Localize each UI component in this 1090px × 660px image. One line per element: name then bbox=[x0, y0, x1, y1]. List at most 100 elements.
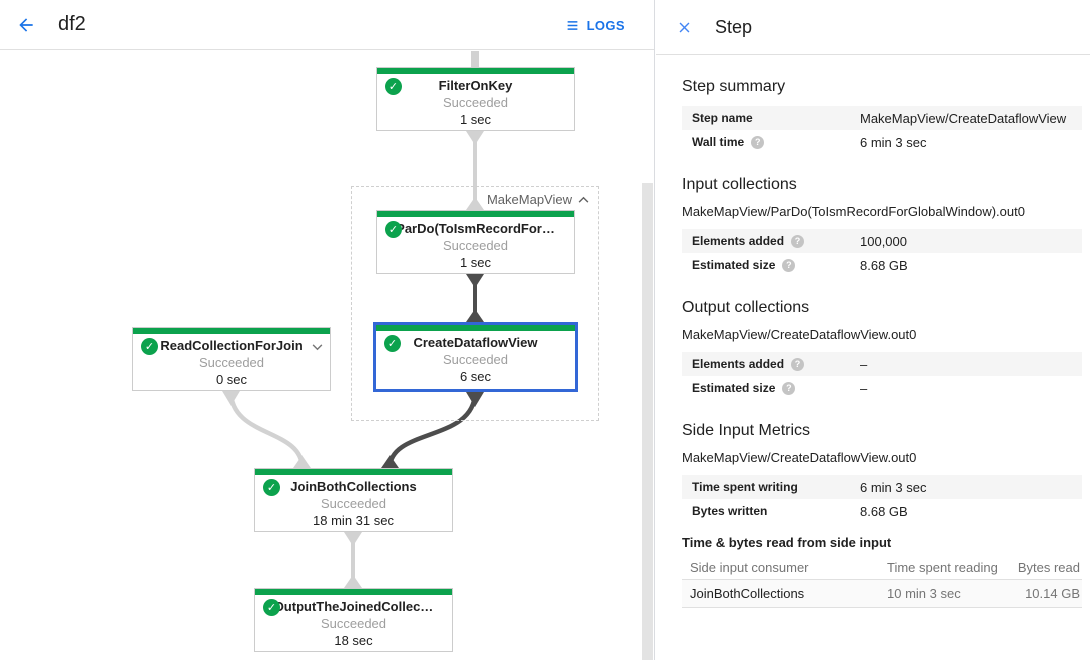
column-header: Side input consumer bbox=[690, 560, 809, 575]
side-input-consumer: JoinBothCollections bbox=[690, 586, 805, 601]
edge-createdataflowview-joinbothcollections bbox=[387, 391, 478, 469]
top-bar: df2 LOGS bbox=[0, 0, 654, 50]
property-row-step-name: Step name MakeMapView/CreateDataflowView bbox=[682, 106, 1082, 130]
node-pardo-toismrecord[interactable]: ✓ ParDo(ToIsmRecordFor… Succeeded 1 sec bbox=[376, 210, 575, 274]
property-value: 100,000 bbox=[860, 233, 907, 249]
node-filteronkey[interactable]: ✓ FilterOnKey Succeeded 1 sec bbox=[376, 67, 575, 131]
property-label: Elements added bbox=[692, 357, 785, 371]
node-time: 1 sec bbox=[459, 255, 492, 270]
node-joinbothcollections[interactable]: ✓ JoinBothCollections Succeeded 18 min 3… bbox=[254, 468, 453, 532]
node-status-bar bbox=[377, 211, 574, 217]
success-check-icon: ✓ bbox=[384, 335, 401, 352]
panel-header: Step bbox=[656, 0, 1090, 55]
node-status: Succeeded bbox=[442, 95, 509, 110]
property-label: Step name bbox=[692, 111, 753, 125]
side-input-read-table: Time & bytes read from side input Side i… bbox=[682, 535, 1082, 608]
panel-title: Step bbox=[715, 16, 753, 37]
property-row-elements-added: Elements added 100,000 bbox=[682, 229, 1082, 253]
success-check-icon: ✓ bbox=[141, 338, 158, 355]
close-panel-button[interactable] bbox=[673, 16, 695, 38]
node-status: Succeeded bbox=[198, 355, 265, 370]
property-value: – bbox=[860, 356, 868, 372]
node-outputthejoinedcollection[interactable]: ✓ OutputTheJoinedCollec… Succeeded 18 se… bbox=[254, 588, 453, 652]
help-icon[interactable] bbox=[791, 357, 805, 371]
property-value: 6 min 3 sec bbox=[860, 479, 927, 495]
graph-scrollbar-thumb[interactable] bbox=[642, 183, 653, 660]
panel-body: Step summary Step name MakeMapView/Creat… bbox=[656, 55, 1090, 608]
node-time: 6 sec bbox=[459, 369, 492, 384]
node-title: JoinBothCollections bbox=[290, 479, 417, 494]
group-makemapview-label[interactable]: MakeMapView bbox=[487, 192, 589, 207]
property-label: Estimated size bbox=[692, 381, 776, 395]
help-icon[interactable] bbox=[782, 381, 796, 395]
arrow-back-icon bbox=[19, 17, 33, 32]
node-status: Succeeded bbox=[442, 238, 509, 253]
expand-chevron-down-icon[interactable] bbox=[312, 338, 323, 356]
logs-list-icon bbox=[567, 20, 577, 30]
node-time: 0 sec bbox=[215, 372, 248, 387]
success-check-icon: ✓ bbox=[263, 599, 280, 616]
node-status-bar bbox=[376, 325, 575, 331]
edge-readcollectionforjoin-joinbothcollections bbox=[228, 390, 305, 469]
node-createdataflowview-selected[interactable]: ✓ CreateDataflowView Succeeded 6 sec bbox=[373, 322, 578, 392]
property-row-bytes-written: Bytes written 8.68 GB bbox=[682, 499, 1082, 523]
node-title: ParDo(ToIsmRecordFor… bbox=[396, 221, 555, 236]
close-icon bbox=[679, 22, 689, 32]
column-header: Bytes read bbox=[1017, 560, 1080, 575]
column-header: Time spent reading bbox=[887, 560, 998, 575]
back-button[interactable] bbox=[12, 11, 40, 39]
node-time: 1 sec bbox=[459, 112, 492, 127]
property-label: Estimated size bbox=[692, 258, 776, 272]
node-status-bar bbox=[255, 469, 452, 475]
node-status-bar bbox=[255, 589, 452, 595]
graph-edges bbox=[222, 51, 484, 588]
table-title: Time & bytes read from side input bbox=[682, 535, 892, 550]
property-value: 6 min 3 sec bbox=[860, 134, 927, 150]
section-side-input-metrics: Side Input Metrics MakeMapView/CreateDat… bbox=[682, 421, 1082, 608]
help-icon[interactable] bbox=[751, 135, 765, 149]
property-label: Bytes written bbox=[692, 504, 768, 518]
section-step-summary: Step summary Step name MakeMapView/Creat… bbox=[682, 77, 1082, 154]
collection-name: MakeMapView/CreateDataflowView.out0 bbox=[682, 327, 917, 342]
section-heading: Input collections bbox=[682, 176, 797, 193]
group-makemapview[interactable]: MakeMapView bbox=[351, 186, 599, 421]
node-status: Succeeded bbox=[442, 352, 509, 367]
property-value: 8.68 GB bbox=[860, 503, 908, 519]
help-icon[interactable] bbox=[782, 258, 796, 272]
property-label: Elements added bbox=[692, 234, 785, 248]
help-icon[interactable] bbox=[791, 234, 805, 248]
group-label-text: MakeMapView bbox=[486, 192, 572, 207]
node-readcollectionforjoin[interactable]: ✓ ReadCollectionForJoin Succeeded 0 sec bbox=[132, 327, 331, 391]
collection-name: MakeMapView/CreateDataflowView.out0 bbox=[682, 450, 917, 465]
property-value: – bbox=[860, 380, 868, 396]
section-input-collections: Input collections MakeMapView/ParDo(ToIs… bbox=[682, 175, 1082, 277]
node-title: OutputTheJoinedCollec… bbox=[273, 599, 434, 614]
logs-button[interactable]: LOGS bbox=[565, 0, 625, 50]
table-row: JoinBothCollections 10 min 3 sec 10.14 G… bbox=[682, 580, 1082, 608]
logs-button-label: LOGS bbox=[586, 17, 625, 33]
time-spent-reading: 10 min 3 sec bbox=[887, 586, 961, 601]
success-check-icon: ✓ bbox=[263, 479, 280, 496]
section-heading: Output collections bbox=[682, 299, 810, 316]
node-status-bar bbox=[377, 68, 574, 74]
property-row-elements-added: Elements added – bbox=[682, 352, 1082, 376]
node-title: FilterOnKey bbox=[438, 78, 513, 93]
node-title: ReadCollectionForJoin bbox=[160, 338, 303, 353]
property-row-estimated-size: Estimated size 8.68 GB bbox=[682, 253, 1082, 277]
node-time: 18 min 31 sec bbox=[313, 513, 394, 528]
section-heading: Step summary bbox=[682, 78, 786, 95]
property-value: MakeMapView/CreateDataflowView bbox=[860, 110, 1067, 126]
bytes-read: 10.14 GB bbox=[1025, 586, 1080, 601]
section-output-collections: Output collections MakeMapView/CreateDat… bbox=[682, 298, 1082, 400]
property-label: Time spent writing bbox=[692, 480, 798, 494]
step-detail-panel: Step Step summary Step name MakeMapView/… bbox=[656, 0, 1090, 660]
collapse-chevron-up-icon[interactable] bbox=[578, 196, 589, 203]
success-check-icon: ✓ bbox=[385, 221, 402, 238]
success-check-icon: ✓ bbox=[385, 78, 402, 95]
table-header-row: Side input consumer Time spent reading B… bbox=[682, 556, 1082, 580]
job-graph-pane: MakeMapView ✓ FilterOnKey Succeeded 1 se… bbox=[0, 0, 655, 660]
node-title: CreateDataflowView bbox=[413, 335, 538, 350]
property-row-time-spent-writing: Time spent writing 6 min 3 sec bbox=[682, 475, 1082, 499]
node-status: Succeeded bbox=[320, 616, 387, 631]
